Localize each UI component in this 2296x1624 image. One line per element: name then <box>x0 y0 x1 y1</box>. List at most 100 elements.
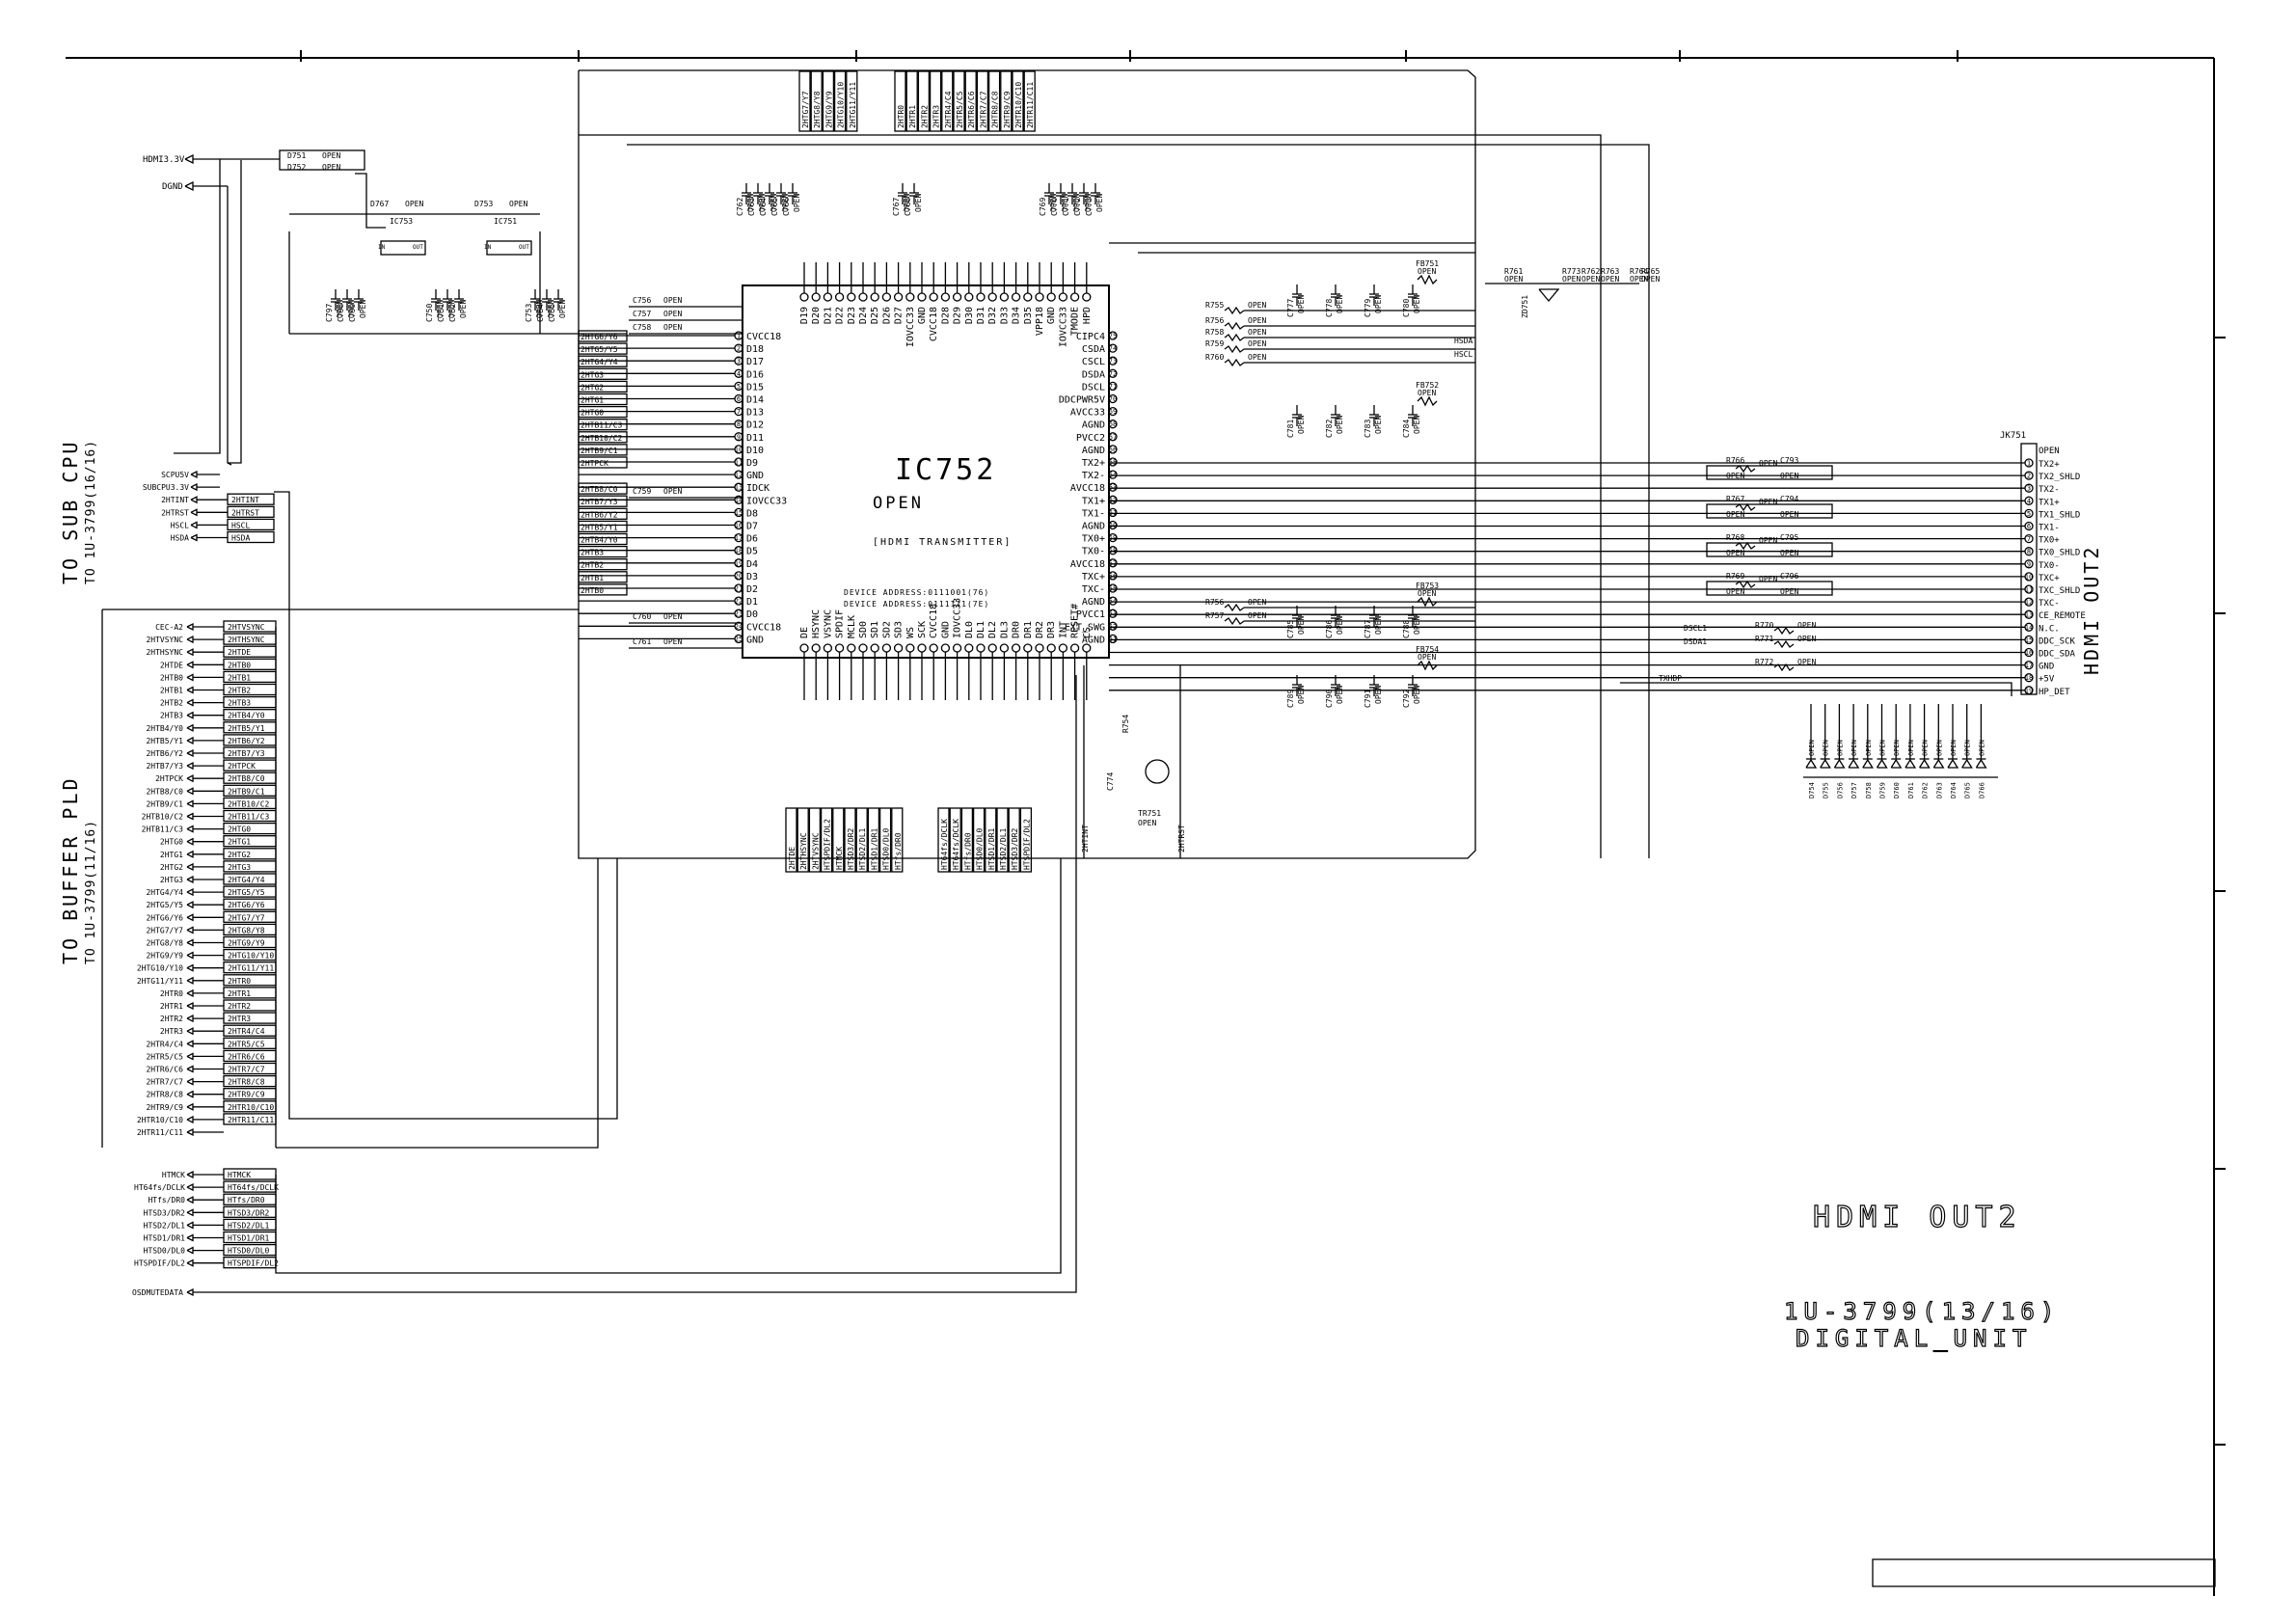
bottom-bus-label: HTSD0/DL0 <box>976 827 985 870</box>
right-pin-tx1+: TX1+ <box>1082 496 1105 506</box>
pin-number: 9 <box>737 433 741 441</box>
left-cap-label: C759 <box>633 487 651 496</box>
buffer-pld-connector: 2HTG2 <box>160 863 183 872</box>
buffer-pld-connector: 2HTB3 <box>160 712 183 720</box>
bottom-bus-label: HTSD3/DR2 <box>847 827 855 870</box>
jk751-pin-tx0-: TX0+ <box>2039 536 2060 546</box>
audio-connector: HT64fs/DCLK <box>134 1183 185 1192</box>
arrow <box>190 483 198 492</box>
pin-number: 4 <box>2027 498 2031 505</box>
bus-label-box <box>578 507 628 520</box>
top-pin-hpd: HPD <box>1082 307 1093 324</box>
jk751-pin-txc-: TXC- <box>2039 599 2060 609</box>
buffer-pld-connector-right: 2HTR9/C9 <box>228 1091 265 1099</box>
right-pin-agnd: AGND <box>1082 597 1105 608</box>
open-label: OPEN <box>1413 416 1421 434</box>
pin-number: 64 <box>1109 472 1117 479</box>
pin-circle <box>940 292 951 302</box>
ic752-ref: IC752 <box>895 453 996 487</box>
right-pin-ext_swg: EXT_SWG <box>1065 622 1105 633</box>
bus-label-box <box>1019 807 1033 873</box>
right-pin-tx0-: TX0- <box>1082 547 1105 557</box>
arrow <box>186 648 194 657</box>
filter-cap-label: C795 <box>1780 533 1798 542</box>
open-label: OPEN <box>663 296 682 305</box>
arrow <box>186 1052 194 1061</box>
reg-cap-label: C753 <box>525 304 533 322</box>
sub-cpu-connector: HSDA <box>171 534 189 543</box>
right-cap-label: C788 <box>1402 620 1411 638</box>
ic752-value: OPEN <box>873 494 924 513</box>
ferrite-label: FB752 <box>1416 381 1439 390</box>
open-label: OPEN <box>1504 275 1523 284</box>
open-label: OPEN <box>459 300 468 318</box>
open-label: OPEN <box>1336 416 1344 434</box>
bus-label-box <box>822 70 835 132</box>
open-label: OPEN <box>1061 194 1069 212</box>
pin-circle <box>905 643 915 653</box>
open-label: OPEN <box>1248 316 1266 325</box>
bottom-bus-label: HTSPDIF/DL2 <box>1022 819 1031 870</box>
top-bus-label: 2HTR4/C4 <box>944 91 953 128</box>
arrow <box>186 723 194 732</box>
buffer-pld-connector-right: 2HTB11/C3 <box>228 813 270 822</box>
reg-cap-label: C797 <box>325 304 334 322</box>
left-pin-d4: D4 <box>746 559 758 570</box>
bus-label-box <box>855 807 868 873</box>
right-cap-label: C779 <box>1364 299 1372 317</box>
right-pin-agnd: AGND <box>1082 522 1105 532</box>
left-pin-d12: D12 <box>746 420 764 431</box>
arrow <box>190 533 198 542</box>
arrow <box>186 888 194 897</box>
pin-number: 1 <box>737 333 741 340</box>
buffer-pld-connector: CEC-A2 <box>155 623 183 632</box>
pin-circle <box>1108 393 1118 404</box>
buffer-pld-connector: 2HTB10/C2 <box>142 813 184 822</box>
pin-number: 68 <box>1109 420 1117 428</box>
zd751-label: ZD751 <box>1521 295 1529 318</box>
open-label: OPEN <box>663 637 682 646</box>
bus-label-box <box>1023 70 1036 132</box>
top-bus-label: 2HTR5/C5 <box>956 91 964 128</box>
pin-number: 51 <box>1109 636 1117 643</box>
bottom-bus-label: HTSD1/DR1 <box>987 827 996 870</box>
open-label: OPEN <box>436 300 445 318</box>
buffer-pld-connector: 2HTR6/C6 <box>146 1066 183 1074</box>
jk751-pin-tx1-: TX1+ <box>2039 498 2060 507</box>
right-pin-dsda: DSDA <box>1082 369 1105 380</box>
filter-res-label: R767 <box>1726 495 1744 503</box>
top-pin-iovcc33: IOVCC33 <box>905 307 916 347</box>
top-pin-d29: D29 <box>953 307 963 324</box>
right-pin-csda: CSDA <box>1082 344 1105 355</box>
wiring <box>101 69 2038 1297</box>
right-pin-ddcpwr5v: DDCPWR5V <box>1059 395 1105 406</box>
buffer-pld-connector: 2HTB11/C3 <box>142 826 184 834</box>
buffer-pld-connector: 2HTR2 <box>160 1015 183 1023</box>
resistor-label: R764 <box>1630 267 1648 276</box>
bus-label-box <box>987 70 1001 132</box>
bus-label-box <box>578 392 628 406</box>
arrow <box>186 1090 194 1098</box>
open-label: OPEN <box>322 151 340 160</box>
pin-number: 8 <box>737 420 741 428</box>
buffer-pld-connector-right: 2HTG1 <box>228 838 251 847</box>
open-label: OPEN <box>770 194 778 212</box>
resistor-label: R762 <box>1581 267 1600 276</box>
buffer-pld-connector-right: 2HTR11/C11 <box>228 1116 274 1124</box>
buffer-pld-connector-right: 2HTR2 <box>228 1002 251 1011</box>
pin-number: 2 <box>2027 473 2031 480</box>
pin-circle <box>811 643 821 653</box>
d753-label: D753 <box>474 200 493 208</box>
bottom-pin-cvcc18: CVCC18 <box>929 604 939 638</box>
resistor-label: R758 <box>1205 328 1224 337</box>
buffer-pld-connector-right: 2HTPCK <box>228 762 256 771</box>
pin-circle <box>834 292 845 302</box>
pin-number: 20 <box>735 572 743 580</box>
bus-label-box <box>578 558 628 571</box>
pin-circle <box>987 643 997 653</box>
open-label: OPEN <box>1797 621 1816 630</box>
tr751-label: TR751 <box>1138 809 1161 818</box>
audio-connector-right: HTSD3/DR2 <box>228 1208 270 1217</box>
digital-block-outline <box>578 69 1476 859</box>
